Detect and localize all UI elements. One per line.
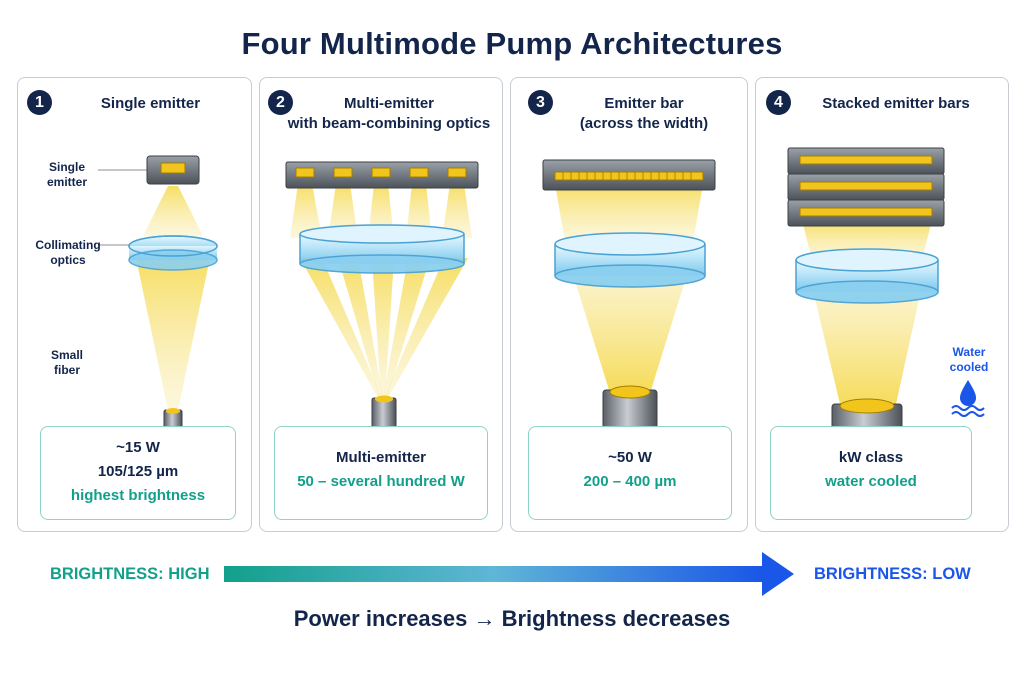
- panel-stacked-bars: 4 Stacked emitter bars: [755, 77, 1009, 532]
- spec-box: ~15 W 105/125 µm highest brightness: [40, 426, 236, 520]
- panel-emitter-bar: 3 Emitter bar(across the width): [510, 77, 748, 532]
- panel-number-badge: 3: [528, 90, 553, 115]
- brightness-low-label: BRIGHTNESS: LOW: [814, 565, 971, 583]
- panel-title: Stacked emitter bars: [822, 95, 970, 112]
- stacked-bars-illustration: [787, 147, 985, 486]
- panel-number-badge: 2: [268, 90, 293, 115]
- brightness-gradient-arrow: [224, 552, 794, 596]
- water-drop-icon: [951, 380, 985, 417]
- power-brightness-caption: Power increases → Brightness decreases: [293, 606, 731, 631]
- page-title: Four Multimode Pump Architectures: [241, 26, 783, 61]
- panel-number-badge: 1: [27, 90, 52, 115]
- panel-number-badge: 4: [766, 90, 791, 115]
- spec-box: kW class water cooled: [770, 426, 972, 520]
- panel-title: Single emitter: [100, 95, 201, 112]
- spec-box: Multi-emitter 50 – several hundred W: [274, 426, 488, 520]
- panel-title: Emitter bar(across the width): [579, 95, 709, 132]
- multi-emitter-illustration: [285, 161, 479, 490]
- brightness-high-label: BRIGHTNESS: HIGH: [50, 565, 210, 583]
- single-emitter-illustration: [98, 155, 218, 488]
- spec-box: ~50 W 200 – 400 µm: [528, 426, 732, 520]
